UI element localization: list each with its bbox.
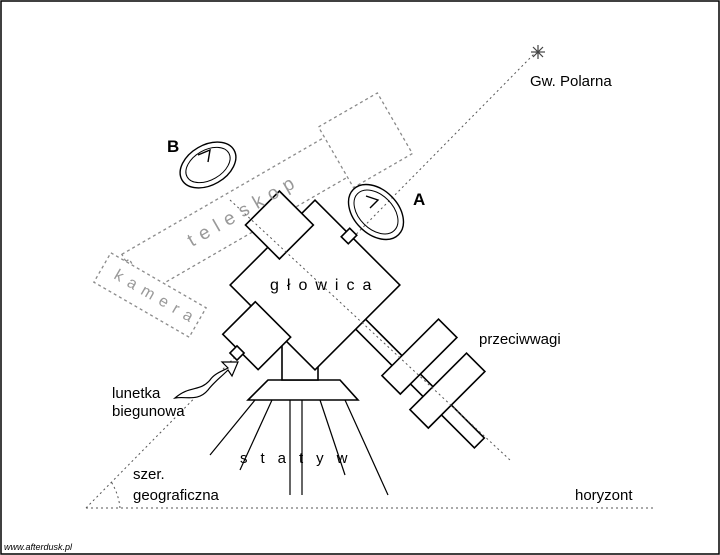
mount-head-top-block xyxy=(244,189,315,261)
counterweight-assembly xyxy=(349,313,487,450)
camera xyxy=(92,251,208,339)
polar-scope-pointer-icon xyxy=(172,361,239,399)
polaris-star-icon xyxy=(531,45,545,59)
rotation-arrow-b-icon xyxy=(179,141,237,189)
latitude-label-line1: szer. xyxy=(133,466,165,483)
polar-scope-label-line1: lunetka xyxy=(112,385,161,402)
tripod-label: statyw xyxy=(240,450,361,467)
polar-scope-eyepiece xyxy=(228,344,246,362)
watermark: www.afterdusk.pl xyxy=(4,542,73,552)
latitude-label-line2: geograficzna xyxy=(133,487,220,504)
horizon-label: horyzont xyxy=(575,487,633,504)
latitude-arc xyxy=(109,479,121,509)
rotation-arrow-a-icon xyxy=(347,183,405,241)
dec-axis-line xyxy=(229,199,511,461)
head-port xyxy=(340,227,358,245)
polar-scope-label-line2: biegunowa xyxy=(112,403,185,420)
mount-head-label: głowica xyxy=(270,277,379,294)
axis-b-label: B xyxy=(167,137,179,156)
axis-a-label: A xyxy=(413,190,425,209)
counterweights-label: przeciwwagi xyxy=(479,331,561,348)
polaris-label: Gw. Polarna xyxy=(530,73,612,90)
